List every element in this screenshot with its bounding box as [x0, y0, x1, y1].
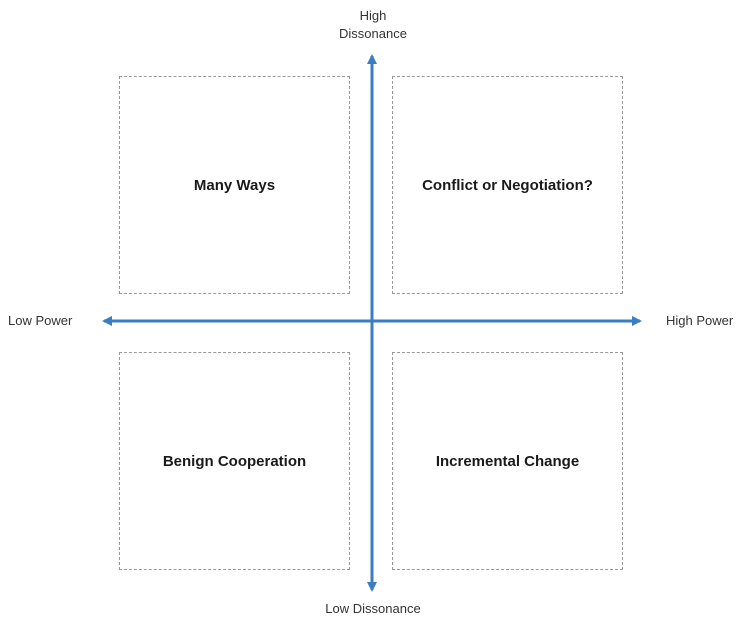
axis-label-low-power: Low Power [8, 313, 73, 328]
quadrant-label-conflict-or-negotiation: Conflict or Negotiation? [422, 176, 593, 194]
axis-label-high-dissonance-line2: Dissonance [339, 26, 407, 41]
axis-label-high-dissonance: High Dissonance [321, 7, 425, 43]
quadrant-top-right: Conflict or Negotiation? [392, 76, 623, 294]
quadrant-bottom-left: Benign Cooperation [119, 352, 350, 570]
quadrant-top-left: Many Ways [119, 76, 350, 294]
quadrant-bottom-right: Incremental Change [392, 352, 623, 570]
quadrant-label-benign-cooperation: Benign Cooperation [162, 452, 307, 470]
axis-label-low-dissonance: Low Dissonance [325, 601, 421, 616]
axis-label-high-dissonance-line1: High [359, 8, 387, 23]
quadrant-label-incremental-change: Incremental Change [435, 452, 580, 470]
axis-label-high-power: High Power [666, 313, 734, 328]
quadrant-label-many-ways: Many Ways [193, 176, 276, 194]
